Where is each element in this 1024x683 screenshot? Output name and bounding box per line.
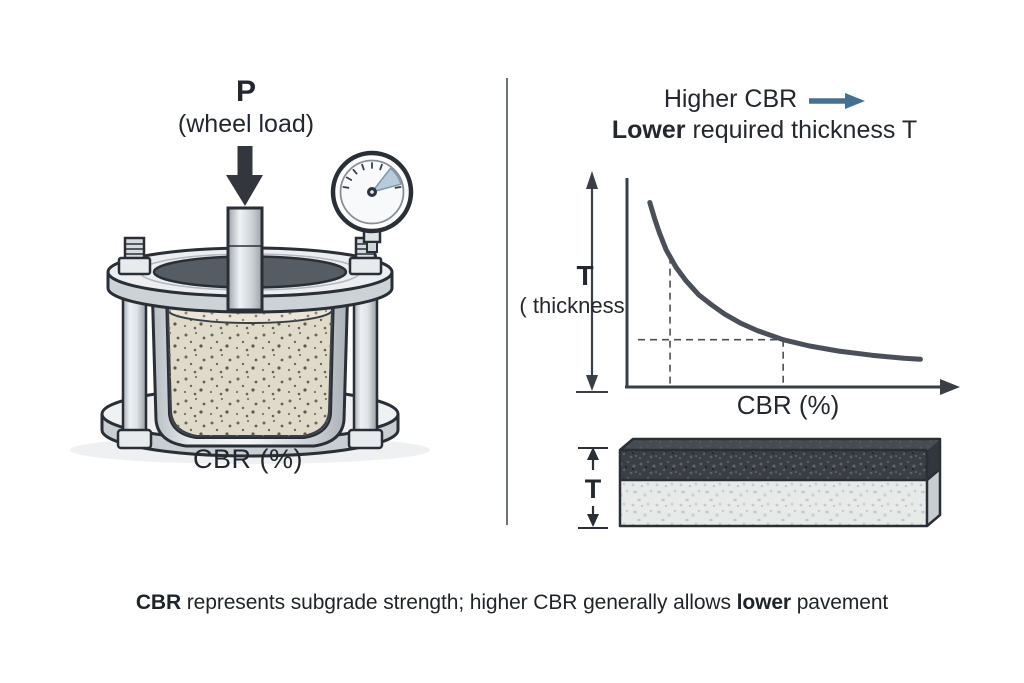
headline: Higher CBR Lower required thickness T bbox=[512, 84, 1017, 146]
base-layer bbox=[620, 480, 927, 526]
cbr-test-illustration: P (wheel load) CBR (%) bbox=[70, 75, 430, 474]
asphalt-layer bbox=[620, 450, 927, 480]
load-arrow-icon bbox=[226, 146, 263, 206]
caption-bold-cbr: CBR bbox=[135, 591, 182, 614]
tie-rod-right bbox=[347, 264, 384, 450]
thickness-vs-cbr-graph: T ( thickness CBR (%) bbox=[519, 171, 960, 420]
caption-bold-lower: lower bbox=[736, 591, 791, 614]
bolt-left bbox=[117, 236, 152, 276]
headline-line2-rest: required thickness T bbox=[685, 116, 918, 144]
load-sublabel: (wheel load) bbox=[178, 110, 314, 138]
slab-side-base bbox=[927, 469, 940, 526]
graph-x-label: CBR (%) bbox=[737, 390, 840, 420]
right-arrow-icon bbox=[809, 93, 866, 109]
panel-divider bbox=[506, 78, 508, 525]
slab-side-asphalt bbox=[927, 439, 940, 480]
headline-line1: Higher CBR bbox=[663, 85, 798, 113]
headline-line2-row: Lower required thickness T bbox=[512, 115, 1017, 146]
headline-line1-row: Higher CBR bbox=[512, 84, 1017, 115]
piston bbox=[226, 206, 264, 312]
graph-y-label-main: T bbox=[576, 260, 593, 291]
thickness-dimension-arrow bbox=[576, 171, 608, 393]
thickness-curve bbox=[647, 200, 923, 362]
soil-sample bbox=[166, 296, 334, 437]
caption: CBR represents subgrade strength; higher… bbox=[0, 591, 1024, 615]
x-axis-arrowhead bbox=[940, 379, 960, 395]
load-label: P bbox=[236, 75, 256, 108]
slab-thickness-label: T bbox=[585, 474, 602, 504]
pavement-slab-illustration: T bbox=[578, 437, 942, 529]
pressure-gauge-icon bbox=[330, 150, 414, 253]
caption-text-1: represents subgrade strength; higher CBR… bbox=[181, 591, 737, 614]
tie-rod-left bbox=[116, 264, 153, 450]
slab-outline bbox=[618, 437, 942, 528]
headline-line2-bold: Lower bbox=[611, 116, 686, 144]
graph-y-label-sub: ( thickness bbox=[519, 293, 624, 318]
apparatus-caption: CBR (%) bbox=[193, 444, 303, 474]
slab-dimension-arrow bbox=[578, 447, 608, 529]
graph-axes bbox=[625, 178, 960, 395]
caption-text-2: pavement bbox=[790, 591, 889, 614]
